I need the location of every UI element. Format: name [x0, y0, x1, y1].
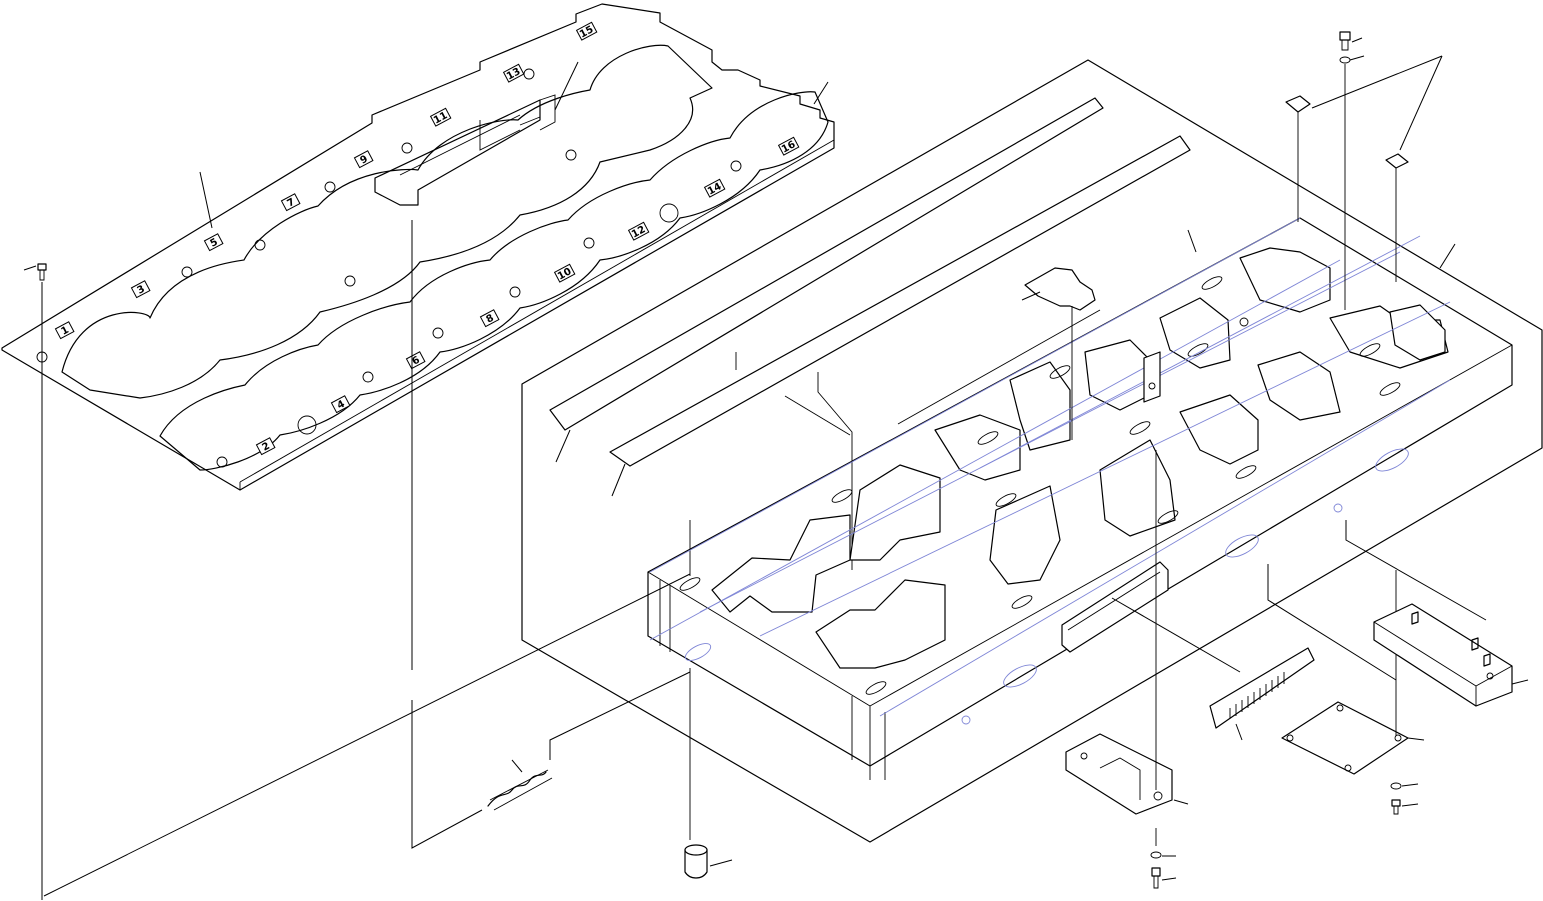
- leader-line: [1188, 230, 1196, 252]
- spring: [488, 672, 690, 810]
- assembly-axis: [44, 574, 690, 896]
- scale-strip: [1112, 598, 1314, 740]
- upper-right-tabs: [1286, 56, 1442, 282]
- leader-line: [814, 82, 828, 104]
- plate-screw: [24, 264, 46, 280]
- leader-line: [200, 172, 212, 228]
- upper-screw: [1340, 32, 1364, 310]
- cover-plate: [1268, 564, 1424, 814]
- window-cutout: [1062, 562, 1168, 652]
- leader-line: [1440, 244, 1455, 268]
- right-bar: [1346, 520, 1528, 706]
- bushing: [685, 668, 732, 878]
- assembly-axis: [412, 700, 482, 848]
